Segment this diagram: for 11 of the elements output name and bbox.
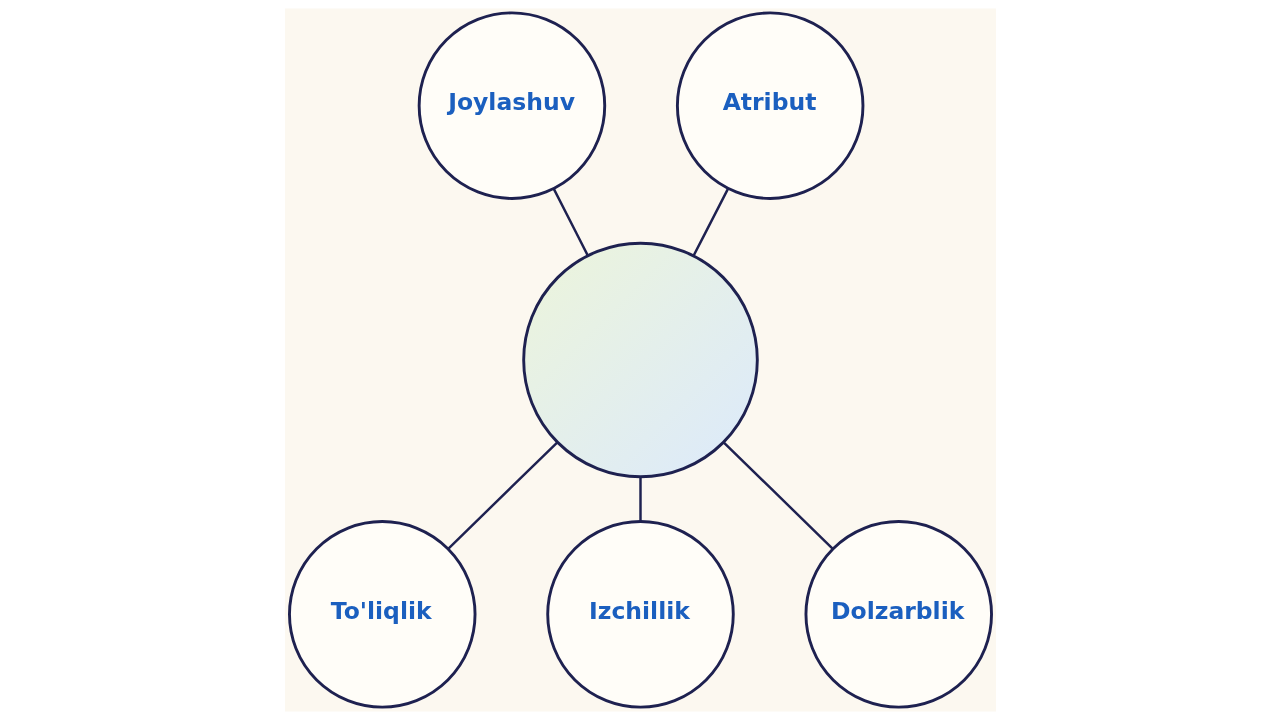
node-circle: Izchillik <box>545 520 735 709</box>
connector <box>447 441 558 550</box>
node-circle: Joylashuv <box>417 11 606 200</box>
node-picture <box>521 241 759 479</box>
node-circle: Atribut <box>675 11 864 200</box>
connector <box>638 476 642 522</box>
node-circle: Dolzarblik <box>804 520 993 709</box>
connector <box>722 441 833 550</box>
node-circle: To'liqlik <box>287 520 476 709</box>
connector <box>691 188 729 257</box>
connector <box>552 188 589 256</box>
